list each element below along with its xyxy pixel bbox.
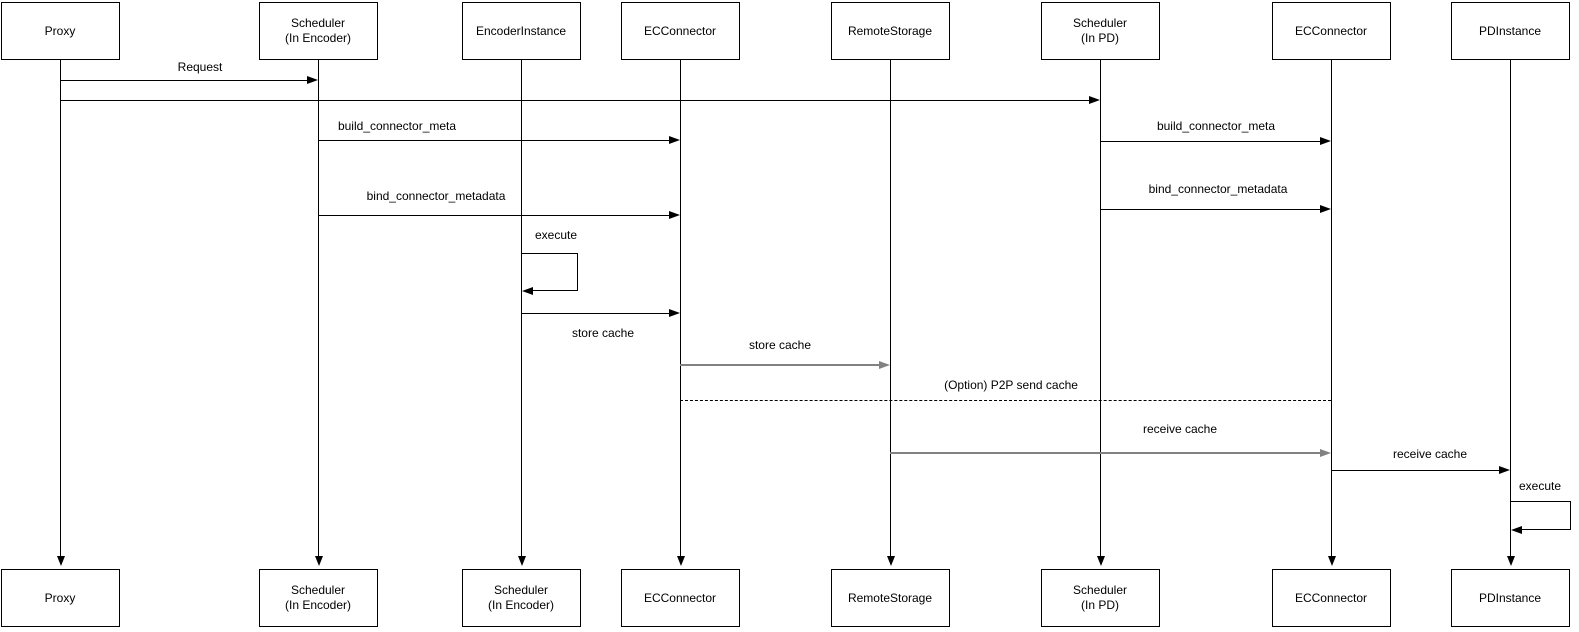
- message-label-store-cache-remote: store cache: [747, 337, 813, 353]
- self-loop-arrowhead-icon-execute-encoder: [522, 286, 533, 295]
- message-arrowhead-icon-build-connector-meta-pd: [1320, 137, 1331, 145]
- actor-bottom-label-scheduler-pd: Scheduler: [1072, 583, 1128, 597]
- lifeline-scheduler-encoder: [318, 60, 319, 556]
- self-loop-arrowhead-icon-execute-pd: [1511, 525, 1522, 534]
- actor-top-box-pd-instance: PDInstance: [1450, 2, 1570, 60]
- message-arrowhead-icon-proxy-dispatch-to-pd: [1089, 96, 1100, 104]
- message-label-build-connector-meta-pd: build_connector_meta: [1155, 118, 1277, 134]
- actor-top-box-scheduler-pd: Scheduler(In PD): [1040, 2, 1160, 60]
- message-line-store-cache-encoder: [521, 313, 670, 314]
- message-arrowhead-icon-receive-cache-pd: [1499, 466, 1510, 474]
- actor-bottom-box-scheduler-pd: Scheduler(In PD): [1040, 569, 1160, 627]
- self-loop-bottom-execute-pd: [1520, 529, 1570, 530]
- lifeline-scheduler-pd: [1100, 60, 1101, 556]
- lifeline-arrowhead-icon-remote-storage: [886, 556, 895, 566]
- self-loop-label-execute-pd: execute: [1517, 478, 1563, 494]
- actor-top-box-ec-connector-encoder: ECConnector: [620, 2, 740, 60]
- message-label-store-cache-encoder: store cache: [570, 325, 636, 341]
- lifeline-arrowhead-icon-scheduler-encoder: [314, 556, 323, 566]
- actor-bottom-label-encoder-instance: Scheduler: [493, 583, 549, 597]
- lifeline-pd-instance: [1510, 60, 1511, 556]
- message-arrowhead-icon-bind-connector-metadata-encoder: [669, 211, 680, 219]
- actor-top-box-encoder-instance: EncoderInstance: [461, 2, 581, 60]
- message-line-proxy-dispatch-to-pd: [60, 100, 1090, 101]
- lifeline-encoder-instance: [521, 60, 522, 556]
- message-label-build-connector-meta-encoder: build_connector_meta: [336, 118, 458, 134]
- self-loop-top-execute-encoder: [521, 253, 577, 254]
- lifeline-arrowhead-icon-scheduler-pd: [1096, 556, 1105, 566]
- actor-bottom-label-scheduler-encoder: Scheduler: [290, 583, 346, 597]
- self-loop-right-execute-encoder: [577, 253, 578, 291]
- actor-bottom-box-remote-storage: RemoteStorage: [830, 569, 950, 627]
- message-line-p2p-send-cache: [680, 400, 1331, 401]
- message-line-bind-connector-metadata-encoder: [318, 215, 670, 216]
- message-label-request: Request: [176, 59, 224, 75]
- message-label-bind-connector-metadata-encoder: bind_connector_metadata: [365, 188, 507, 204]
- actor-top-box-proxy: Proxy: [0, 2, 120, 60]
- message-arrowhead-icon-build-connector-meta-encoder: [669, 136, 680, 144]
- message-label-receive-cache-pd: receive cache: [1391, 446, 1469, 462]
- actor-top-label-proxy: Proxy: [44, 23, 76, 38]
- message-label-p2p-send-cache: (Option) P2P send cache: [943, 377, 1079, 393]
- message-arrowhead-icon-receive-cache-ec: [1320, 449, 1331, 457]
- actor-top-label-scheduler-pd: (In PD): [1080, 31, 1119, 45]
- message-line-receive-cache-ec: [890, 452, 1321, 454]
- message-line-build-connector-meta-encoder: [318, 140, 670, 141]
- actor-top-label-pd-instance: PDInstance: [1478, 23, 1542, 38]
- actor-top-label-remote-storage: RemoteStorage: [847, 23, 933, 38]
- actor-top-label-scheduler-encoder: Scheduler: [290, 16, 346, 30]
- actor-top-box-scheduler-encoder: Scheduler(In Encoder): [258, 2, 378, 60]
- lifeline-arrowhead-icon-ec-connector-encoder: [676, 556, 685, 566]
- actor-bottom-label-ec-connector-pd: ECConnector: [1294, 590, 1368, 605]
- lifeline-remote-storage: [890, 60, 891, 556]
- actor-bottom-label-ec-connector-encoder: ECConnector: [643, 590, 717, 605]
- message-label-receive-cache-ec: receive cache: [1141, 421, 1219, 437]
- actor-bottom-label-proxy: Proxy: [44, 590, 76, 605]
- actor-top-label-encoder-instance: EncoderInstance: [475, 23, 567, 38]
- lifeline-proxy: [60, 60, 61, 556]
- lifeline-arrowhead-icon-encoder-instance: [517, 556, 526, 566]
- message-line-store-cache-remote: [680, 364, 880, 366]
- actor-top-label-ec-connector-pd: ECConnector: [1294, 23, 1368, 38]
- actor-bottom-label-encoder-instance: (In Encoder): [487, 598, 555, 612]
- message-arrowhead-icon-store-cache-remote: [879, 361, 890, 369]
- actor-top-label-scheduler-encoder: (In Encoder): [284, 31, 352, 45]
- message-arrowhead-icon-store-cache-encoder: [669, 309, 680, 317]
- message-label-bind-connector-metadata-pd: bind_connector_metadata: [1147, 181, 1289, 197]
- message-line-request: [60, 80, 308, 81]
- actor-top-box-remote-storage: RemoteStorage: [830, 2, 950, 60]
- actor-bottom-box-pd-instance: PDInstance: [1450, 569, 1570, 627]
- actor-bottom-box-scheduler-encoder: Scheduler(In Encoder): [258, 569, 378, 627]
- actor-bottom-label-scheduler-pd: (In PD): [1080, 598, 1119, 612]
- actor-bottom-label-pd-instance: PDInstance: [1478, 590, 1542, 605]
- message-arrowhead-icon-bind-connector-metadata-pd: [1320, 205, 1331, 213]
- actor-bottom-label-scheduler-encoder: (In Encoder): [284, 598, 352, 612]
- self-loop-right-execute-pd: [1570, 501, 1571, 530]
- actor-bottom-label-remote-storage: RemoteStorage: [847, 590, 933, 605]
- message-arrowhead-icon-request: [307, 76, 318, 84]
- self-loop-bottom-execute-encoder: [531, 290, 577, 291]
- lifeline-arrowhead-icon-proxy: [56, 556, 65, 566]
- actor-top-label-ec-connector-encoder: ECConnector: [643, 23, 717, 38]
- message-line-build-connector-meta-pd: [1100, 141, 1321, 142]
- lifeline-ec-connector-pd: [1331, 60, 1332, 556]
- lifeline-arrowhead-icon-ec-connector-pd: [1327, 556, 1336, 566]
- actor-bottom-box-ec-connector-pd: ECConnector: [1271, 569, 1391, 627]
- actor-top-label-scheduler-pd: Scheduler: [1072, 16, 1128, 30]
- lifeline-arrowhead-icon-pd-instance: [1506, 556, 1515, 566]
- self-loop-label-execute-encoder: execute: [533, 227, 579, 243]
- actor-bottom-box-encoder-instance: Scheduler(In Encoder): [461, 569, 581, 627]
- message-line-receive-cache-pd: [1331, 470, 1500, 471]
- message-line-bind-connector-metadata-pd: [1100, 209, 1321, 210]
- actor-bottom-box-proxy: Proxy: [0, 569, 120, 627]
- self-loop-top-execute-pd: [1510, 501, 1570, 502]
- lifeline-ec-connector-encoder: [680, 60, 681, 556]
- actor-top-box-ec-connector-pd: ECConnector: [1271, 2, 1391, 60]
- actor-bottom-box-ec-connector-encoder: ECConnector: [620, 569, 740, 627]
